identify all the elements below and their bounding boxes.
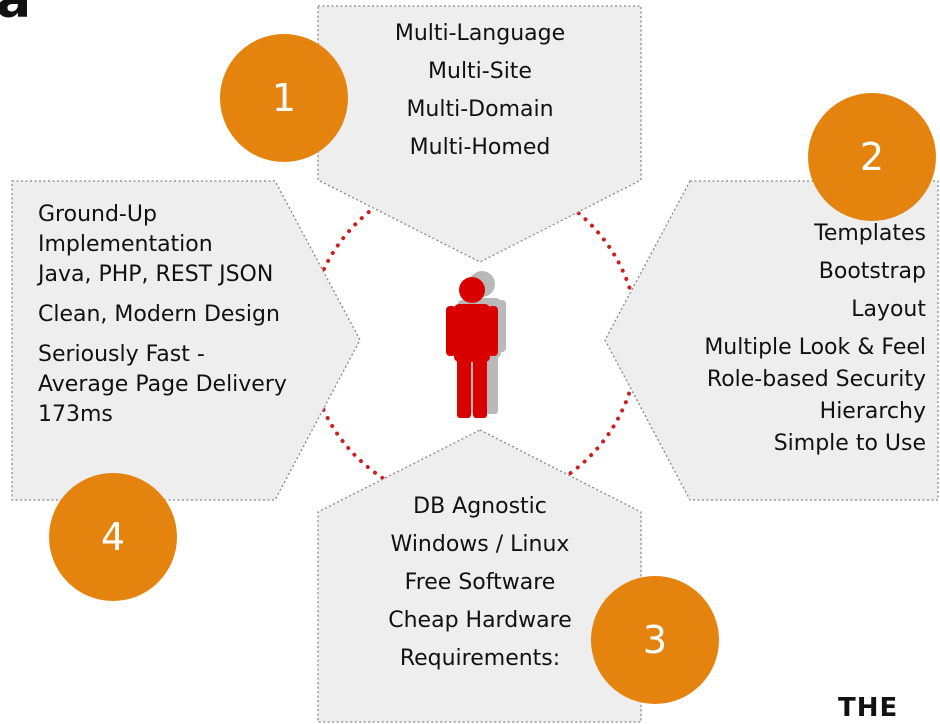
- panel-bottom-line: Windows / Linux: [390, 532, 570, 557]
- panel-bottom-line: Requirements:: [399, 646, 561, 671]
- panel-bottom-line: DB Agnostic: [413, 494, 547, 519]
- panel-left-line: Implementation: [38, 232, 213, 257]
- panel-top-line: Multi-Domain: [406, 97, 554, 122]
- panel-right-line: Role-based Security: [706, 367, 926, 392]
- panel-left-line: Ground-Up: [38, 202, 157, 227]
- badge-4: 4: [49, 473, 177, 601]
- panel-bottom-line: Cheap Hardware: [388, 608, 572, 633]
- panel-top-line: Multi-Homed: [409, 135, 551, 160]
- panel-left-line: Average Page Delivery: [38, 372, 287, 397]
- person-icon: [446, 271, 506, 418]
- svg-text:4: 4: [101, 515, 125, 559]
- svg-text:3: 3: [643, 618, 667, 662]
- panel-left-line: Java, PHP, REST JSON: [38, 262, 274, 287]
- panel-left-line: Clean, Modern Design: [38, 302, 280, 327]
- badge-2: 2: [808, 93, 936, 221]
- svg-text:2: 2: [860, 135, 884, 179]
- panel-top-text: Multi-Language Multi-Site Multi-Domain M…: [340, 15, 620, 167]
- panel-top-line: Multi-Site: [428, 59, 532, 84]
- svg-text:1: 1: [272, 76, 296, 120]
- panel-right-line: Templates: [814, 221, 926, 246]
- panel-left-line: 173ms: [38, 402, 113, 427]
- badge-1: 1: [220, 34, 348, 162]
- panel-bottom: [317, 429, 642, 723]
- panel-bottom-line: Free Software: [404, 570, 556, 595]
- corner-glyph: a: [0, 0, 32, 30]
- panel-left-line: Seriously Fast -: [38, 342, 205, 367]
- panel-right-line: Bootstrap: [818, 259, 926, 284]
- panel-right-line: Hierarchy: [819, 399, 926, 424]
- panel-right-line: Simple to Use: [773, 431, 926, 456]
- panel-left-text: Ground-Up Implementation Java, PHP, REST…: [38, 200, 338, 430]
- panel-top-line: Multi-Language: [394, 21, 566, 46]
- panel-right: [604, 180, 939, 501]
- panel-right-line: Layout: [851, 297, 926, 322]
- person-body: [446, 277, 498, 418]
- logo-text: THE: [838, 693, 899, 723]
- badge-3: 3: [591, 576, 719, 704]
- panel-left: [11, 180, 361, 501]
- panel-bottom-text: DB Agnostic Windows / Linux Free Softwar…: [330, 488, 630, 678]
- panel-right-line: Multiple Look & Feel: [704, 335, 926, 360]
- panel-right-text: Templates Bootstrap Layout Multiple Look…: [620, 218, 926, 460]
